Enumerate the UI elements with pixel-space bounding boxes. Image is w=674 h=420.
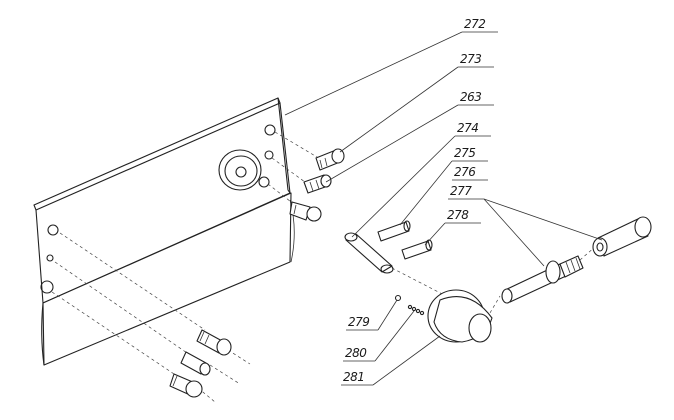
label-278: 278 <box>447 208 469 222</box>
pin-lower <box>180 351 211 376</box>
pin-275 <box>377 220 411 242</box>
ball-279 <box>394 294 402 302</box>
ball-knob-281 <box>427 289 493 343</box>
screw-lower-1 <box>196 329 232 356</box>
screw-lower-2 <box>169 373 203 398</box>
label-277: 277 <box>450 184 472 198</box>
label-280: 280 <box>345 346 367 360</box>
apron-plate <box>33 97 295 366</box>
pin-278 <box>401 239 433 260</box>
knob-277 <box>592 216 652 257</box>
label-273: 273 <box>460 52 482 66</box>
screw-273 <box>315 148 345 171</box>
label-274: 274 <box>457 121 479 135</box>
pin-263 <box>303 174 332 194</box>
label-272: 272 <box>464 17 486 31</box>
spring-280 <box>407 304 425 316</box>
label-275: 275 <box>454 146 476 160</box>
screw-mid <box>289 201 322 222</box>
leader-lines <box>284 31 603 386</box>
boss-263 <box>218 149 262 191</box>
assembly-axes <box>51 131 597 403</box>
label-276: 276 <box>454 165 476 179</box>
label-279: 279 <box>348 315 370 329</box>
handle-stud <box>501 255 584 304</box>
label-263: 263 <box>460 90 482 104</box>
label-281: 281 <box>343 370 365 384</box>
